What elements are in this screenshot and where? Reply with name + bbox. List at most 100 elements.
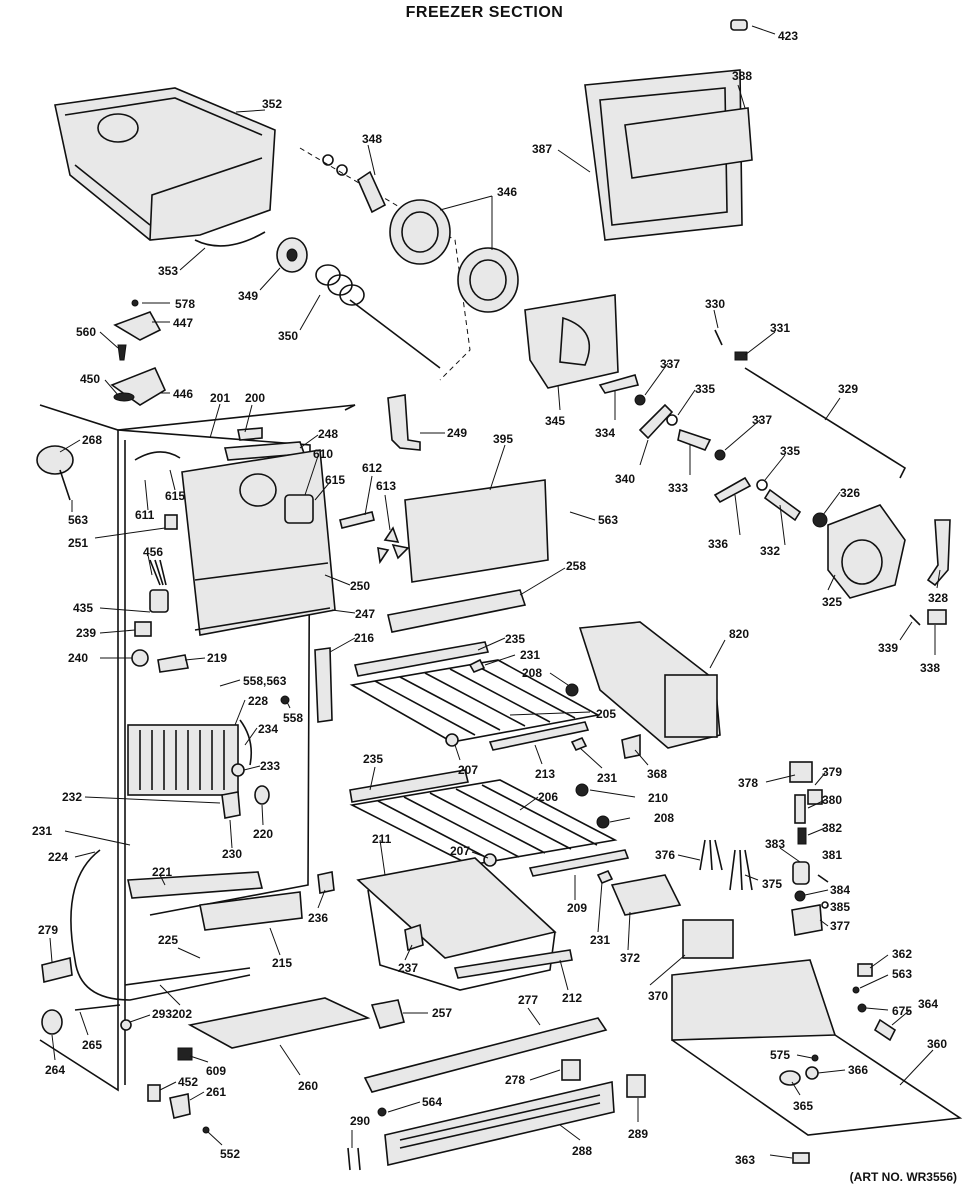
part-381 — [817, 874, 829, 883]
callout-613: 613 — [376, 479, 396, 493]
callout-205: 205 — [596, 707, 616, 721]
part-334-lever — [598, 374, 640, 394]
part-340-cam — [638, 403, 674, 440]
callout-336: 336 — [708, 537, 728, 551]
part-382 — [797, 827, 807, 845]
callout-248: 248 — [318, 427, 338, 441]
callout-675: 675 — [892, 1004, 912, 1018]
part-235a-rail — [353, 641, 490, 677]
part-228-tube — [239, 719, 253, 766]
callout-258: 258 — [566, 559, 586, 573]
part-350-auger — [315, 264, 441, 369]
part-563c — [852, 986, 860, 994]
callout-289: 289 — [628, 1127, 648, 1141]
callout-384: 384 — [830, 883, 850, 897]
part-675 — [857, 1003, 867, 1013]
part-213-bar — [488, 721, 590, 751]
callout-387: 387 — [532, 142, 552, 156]
callout-360: 360 — [927, 1037, 947, 1051]
callout-234: 234 — [258, 722, 278, 736]
part-231a-clip — [468, 658, 486, 674]
callout-210: 210 — [648, 791, 668, 805]
part-290 — [347, 1147, 361, 1171]
callout-376: 376 — [655, 848, 675, 862]
part-247 — [194, 607, 331, 631]
callout-352: 352 — [262, 97, 282, 111]
callout-334: 334 — [595, 426, 615, 440]
part-611 — [134, 451, 181, 461]
part-332-arm — [763, 488, 802, 522]
callout-206: 206 — [538, 790, 558, 804]
callout-563c: 563 — [892, 967, 912, 981]
part-233 — [231, 763, 245, 777]
callout-231b: 231 — [597, 771, 617, 785]
callout-447: 447 — [173, 316, 193, 330]
part-575 — [811, 1054, 819, 1062]
callout-257: 257 — [432, 1006, 452, 1020]
part-237 — [404, 923, 424, 952]
callout-558: 558 — [283, 711, 303, 725]
callout-333: 333 — [668, 481, 688, 495]
callout-379: 379 — [822, 765, 842, 779]
part-560-screw — [117, 344, 127, 361]
callout-335b: 335 — [780, 444, 800, 458]
part-610-fan-motor — [284, 494, 314, 524]
callout-381: 381 — [822, 848, 842, 862]
part-609 — [177, 1047, 193, 1061]
callout-224: 224 — [48, 850, 68, 864]
callout-348: 348 — [362, 132, 382, 146]
callout-231d: 231 — [590, 933, 610, 947]
part-395-panel — [404, 479, 549, 583]
part-325-motor — [827, 504, 906, 599]
part-328 — [926, 519, 951, 587]
callout-611: 611 — [135, 508, 155, 522]
part-337a-spring — [634, 394, 646, 406]
part-335b-washer — [756, 479, 768, 491]
part-376-cord — [699, 839, 723, 871]
callout-279: 279 — [38, 923, 58, 937]
part-380 — [794, 794, 806, 824]
part-335a-washer — [666, 414, 678, 426]
callout-450: 450 — [80, 372, 100, 386]
part-345-plate — [524, 294, 619, 389]
callout-228: 228 — [248, 694, 268, 708]
callout-395: 395 — [493, 432, 513, 446]
callout-236: 236 — [308, 911, 328, 925]
callout-558563: 558,563 — [243, 674, 287, 688]
part-326 — [812, 512, 828, 528]
part-200 — [237, 427, 263, 441]
callout-446: 446 — [173, 387, 193, 401]
part-349 — [276, 237, 308, 273]
art-number: (ART NO. WR3556) — [849, 1170, 957, 1184]
callout-250: 250 — [350, 579, 370, 593]
callout-261: 261 — [206, 1085, 226, 1099]
callout-213: 213 — [535, 767, 555, 781]
part-224-225-tube — [70, 849, 251, 1001]
part-293 — [120, 1019, 132, 1031]
part-220 — [254, 785, 270, 805]
callout-560: 560 — [76, 325, 96, 339]
callout-235a: 235 — [505, 632, 525, 646]
callout-365: 365 — [793, 1099, 813, 1113]
part-207a — [445, 733, 459, 747]
part-207b — [483, 853, 497, 867]
callout-268: 268 — [82, 433, 102, 447]
part-206-shelf — [349, 779, 618, 866]
part-338 — [927, 609, 947, 625]
callout-375: 375 — [762, 877, 782, 891]
callout-452: 452 — [178, 1075, 198, 1089]
callout-264: 264 — [45, 1063, 65, 1077]
part-366 — [805, 1066, 819, 1080]
part-215-drain — [199, 891, 303, 931]
callout-293: 293 — [152, 1007, 172, 1021]
part-383 — [792, 861, 810, 885]
callout-340: 340 — [615, 472, 635, 486]
part-612-bracket — [339, 511, 375, 529]
part-385 — [821, 901, 829, 909]
part-232-evaporator — [127, 724, 239, 796]
part-279 — [41, 957, 73, 983]
callout-368: 368 — [647, 767, 667, 781]
callout-362: 362 — [892, 947, 912, 961]
callout-201: 201 — [210, 391, 230, 405]
part-261 — [169, 1093, 191, 1119]
